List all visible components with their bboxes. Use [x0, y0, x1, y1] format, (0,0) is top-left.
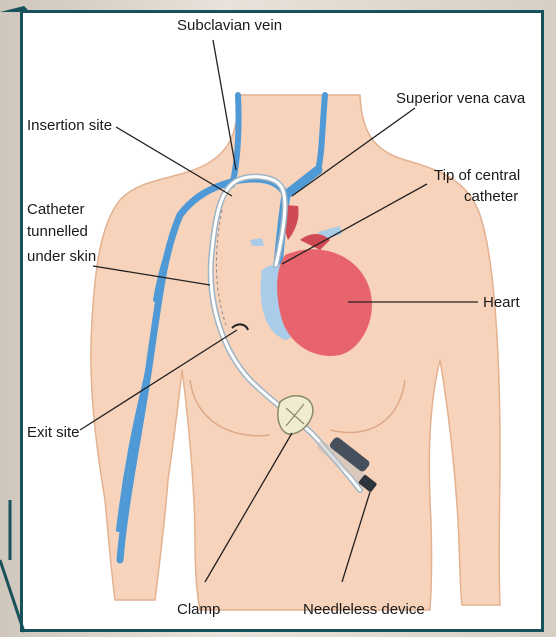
label-exit-site: Exit site: [27, 424, 80, 441]
label-tip-line2: catheter: [464, 188, 518, 205]
label-insertion-site: Insertion site: [27, 117, 112, 134]
label-clamp: Clamp: [177, 601, 220, 618]
frame-edge-bottom-left: [0, 560, 24, 632]
label-tunnel-line3: under skin: [27, 248, 96, 265]
label-superior-vena-cava: Superior vena cava: [396, 90, 526, 107]
frame-accent: [0, 6, 30, 12]
label-subclavian-vein: Subclavian vein: [177, 17, 282, 34]
label-heart: Heart: [483, 294, 521, 311]
label-tunnel-line2: tunnelled: [27, 223, 88, 240]
label-tunnel-line1: Catheter: [27, 201, 85, 218]
label-needleless-device: Needleless device: [303, 601, 425, 618]
label-tip-line1: Tip of central: [434, 167, 520, 184]
